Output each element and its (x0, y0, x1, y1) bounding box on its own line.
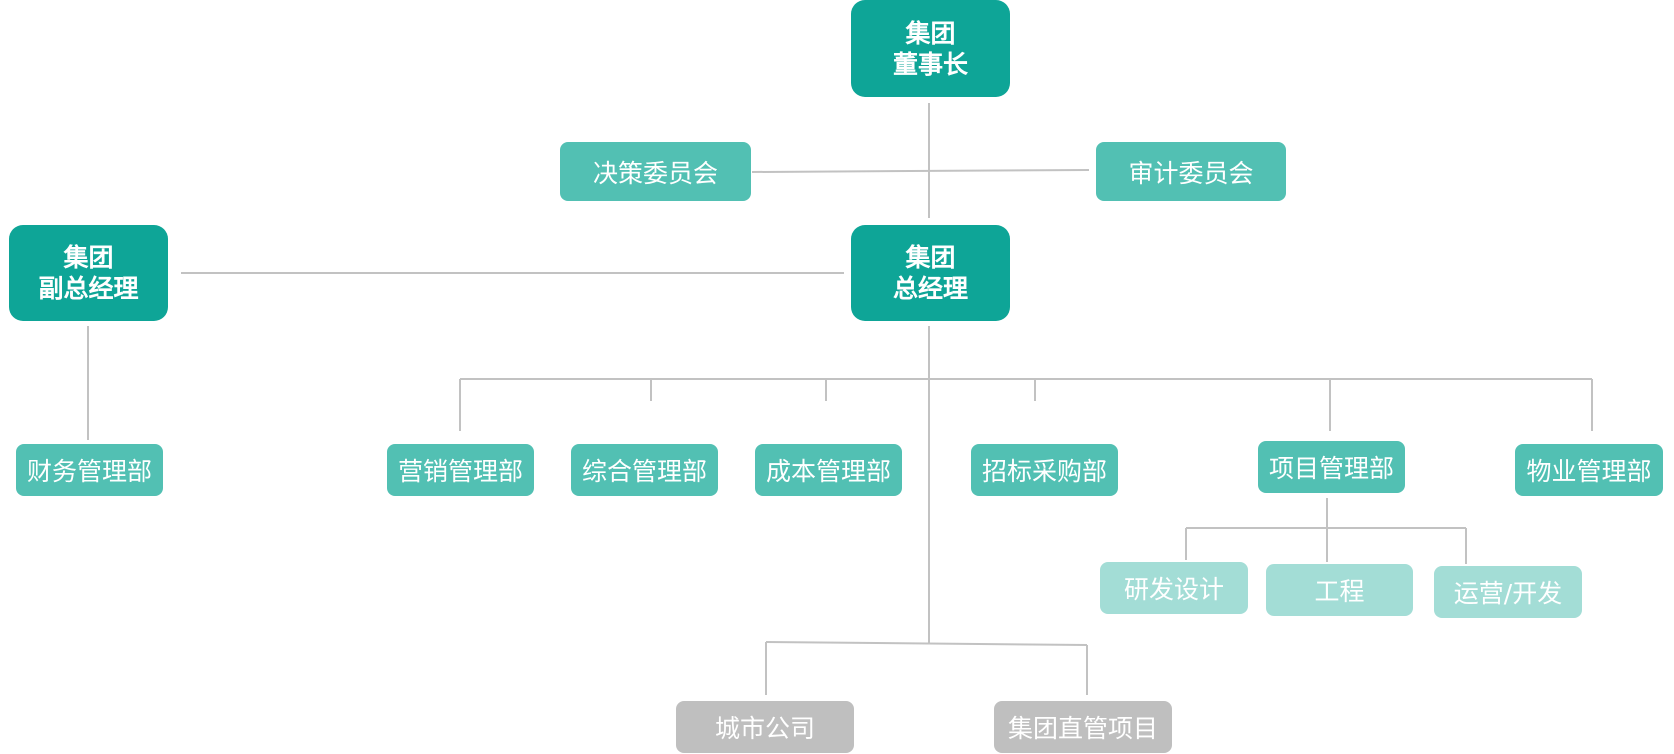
chairman-label-line2: 董事长 (892, 49, 968, 79)
decision-committee-label: 决策委员会 (592, 158, 718, 188)
property-department-label: 物业管理部 (1526, 457, 1652, 486)
decision-committee-node[interactable]: 决策委员会 (560, 142, 751, 201)
operations-development-node[interactable]: 运营/开发 (1434, 566, 1582, 618)
chairman-label-line1: 集团 (905, 18, 956, 48)
deputy-general-manager-node[interactable]: 集团 副总经理 (9, 225, 168, 321)
general-admin-department-label: 综合管理部 (581, 457, 707, 486)
property-department-node[interactable]: 物业管理部 (1515, 444, 1663, 496)
marketing-department-node[interactable]: 营销管理部 (387, 444, 534, 496)
project-department-label: 项目管理部 (1268, 454, 1394, 483)
general-manager-label-line1: 集团 (905, 243, 956, 272)
city-company-node[interactable]: 城市公司 (676, 701, 854, 753)
cost-department-node[interactable]: 成本管理部 (755, 444, 902, 496)
procurement-department-label: 招标采购部 (981, 457, 1107, 486)
subsidiary-bus-line (765, 641, 1088, 646)
deputy-general-manager-label-line1: 集团 (63, 243, 114, 272)
general-manager-label-line2: 总经理 (892, 274, 968, 303)
procurement-department-node[interactable]: 招标采购部 (971, 444, 1118, 496)
audit-committee-label: 审计委员会 (1128, 158, 1254, 188)
cost-department-label: 成本管理部 (765, 457, 891, 486)
project-department-node[interactable]: 项目管理部 (1258, 441, 1405, 493)
deputy-general-manager-label-line2: 副总经理 (38, 274, 139, 303)
finance-department-label: 财务管理部 (26, 457, 152, 486)
general-manager-node[interactable]: 集团 总经理 (851, 225, 1010, 321)
audit-committee-node[interactable]: 审计委员会 (1096, 142, 1286, 201)
rnd-design-label: 研发设计 (1123, 575, 1224, 604)
city-company-label: 城市公司 (714, 714, 815, 743)
operations-development-label: 运营/开发 (1453, 579, 1563, 608)
rnd-design-node[interactable]: 研发设计 (1100, 562, 1248, 614)
committee-link-line (751, 169, 1090, 173)
marketing-department-label: 营销管理部 (397, 457, 523, 486)
chairman-node[interactable]: 集团 董事长 (851, 0, 1010, 97)
direct-projects-label: 集团直管项目 (1007, 714, 1158, 743)
general-admin-department-node[interactable]: 综合管理部 (571, 444, 718, 496)
engineering-label: 工程 (1314, 577, 1365, 606)
direct-projects-node[interactable]: 集团直管项目 (994, 701, 1172, 753)
engineering-node[interactable]: 工程 (1266, 564, 1413, 616)
finance-department-node[interactable]: 财务管理部 (16, 444, 163, 496)
